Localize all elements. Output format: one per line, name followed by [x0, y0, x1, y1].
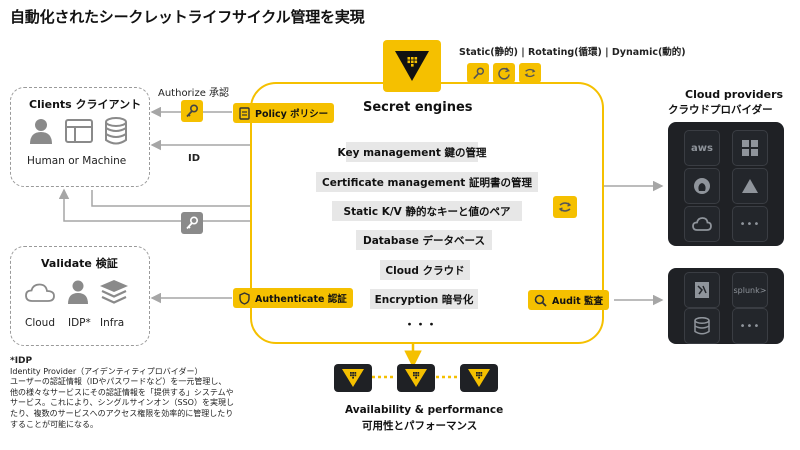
footnote-line: ユーザーの認証情報（IDやパスワードなど）を一元管理し、 [10, 377, 227, 387]
footnote-line: することが可能になる。 [10, 419, 98, 429]
availability-title: Availability & performance [345, 404, 504, 416]
engine-item-certificate-management: Certificate management 証明書の管理 [316, 172, 538, 192]
more-icon: ••• [739, 320, 761, 332]
static-kv-key-icon [181, 212, 203, 234]
engine-item-database: Database データベース [356, 230, 492, 250]
github-tile [684, 168, 720, 204]
footnote-line: たり、複数のサービスへのアクセス権限を効率的に管理したり [10, 408, 234, 418]
availability-subtitle: 可用性とパフォーマンス [362, 420, 478, 432]
vault-node-1-icon [334, 364, 372, 392]
validate-label-cloud: Cloud [25, 317, 55, 329]
static-kv-return-line [58, 188, 330, 222]
vault-node-2-icon [397, 364, 435, 392]
authorize-label: Authorize 承認 [158, 88, 230, 99]
audit-targets-panel: splunk> ••• [668, 268, 784, 344]
engine-item-cloud: Cloud クラウド [380, 260, 470, 280]
microsoft-icon [742, 140, 758, 156]
engine-item-key-management: Key management 鍵の管理 [338, 142, 487, 162]
more-icon: ••• [739, 218, 761, 230]
cloud-providers-title: Cloud providers [685, 88, 784, 101]
authenticate-tag: Authenticate 認証 [233, 288, 353, 308]
cloud-icon [25, 283, 55, 307]
validate-label-infra: Infra [100, 317, 125, 329]
policy-document-icon [239, 106, 250, 120]
magnifier-icon [534, 294, 547, 307]
page-title: 自動化されたシークレットライフサイクル管理を実現 [10, 8, 365, 26]
audit-database-tile [684, 308, 720, 344]
audit-tag-label: Audit 監査 [552, 296, 604, 307]
vault-logo-icon [383, 40, 441, 92]
engine-item-encryption: Encryption 暗号化 [370, 289, 478, 309]
log-tile [684, 272, 720, 308]
idp-person-icon [68, 280, 88, 308]
browser-window-icon [65, 119, 93, 147]
secret-engines-title: Secret engines [363, 100, 473, 115]
more-audit-tile: ••• [732, 308, 768, 344]
cloud-providers-panel: aws ••• [668, 122, 784, 246]
rotate-sync-icon [553, 196, 577, 218]
splunk-tile: splunk> [732, 272, 768, 308]
footnote-line: 他の様々なサービスにその認証情報を「提供する」システムや [10, 387, 234, 397]
google-cloud-icon [692, 217, 712, 231]
splunk-icon: splunk> [733, 285, 767, 295]
database-icon [694, 317, 710, 335]
clients-box: Clients クライアント Human or Machine [10, 87, 150, 187]
authenticate-tag-label: Authenticate 認証 [255, 294, 347, 305]
person-icon [29, 118, 53, 148]
database-icon [104, 117, 128, 149]
more-providers-tile: ••• [732, 206, 768, 242]
github-icon [694, 178, 710, 194]
dynamic-icon [519, 63, 541, 83]
validate-box: Validate 検証 Cloud IDP* Infra [10, 246, 150, 346]
microsoft-tile [732, 130, 768, 166]
id-label: ID [188, 153, 201, 164]
footnote-line: Identity Provider（アイデンティティプロバイダー） [10, 366, 203, 376]
clients-title: Clients クライアント [29, 98, 142, 111]
google-cloud-tile [684, 206, 720, 242]
idp-footnote: *IDP Identity Provider（アイデンティティプロバイダー） ユ… [10, 356, 260, 430]
footnote-heading: *IDP [10, 356, 33, 366]
clients-caption: Human or Machine [27, 155, 127, 167]
engine-item-static-kv: Static K/V 静的なキーと値のペア [332, 201, 522, 221]
footnote-line: サービス。これにより、シングルサインオン（SSO）を実現し [10, 398, 234, 408]
log-icon [695, 282, 709, 298]
cloud-providers-subtitle: クラウドプロバイダー [668, 104, 773, 116]
audit-tag: Audit 監査 [528, 290, 610, 310]
authorize-key-icon [181, 100, 203, 122]
rotating-icon [493, 63, 515, 83]
validate-label-idp: IDP* [68, 317, 91, 329]
engine-more-dots: ・・・ [404, 318, 437, 331]
shield-icon [239, 291, 250, 305]
aws-icon: aws [691, 142, 713, 154]
validate-title: Validate 検証 [41, 257, 118, 270]
policy-tag-label: Policy ポリシー [255, 109, 329, 120]
static-key-icon [467, 63, 489, 83]
triangle-icon [742, 179, 758, 193]
aws-tile: aws [684, 130, 720, 166]
vault-node-3-icon [460, 364, 498, 392]
policy-tag: Policy ポリシー [233, 103, 335, 123]
secret-types-label: Static(静的) | Rotating(循環) | Dynamic(動的) [459, 47, 686, 58]
layers-icon [99, 279, 129, 309]
gcp-tile [732, 168, 768, 204]
